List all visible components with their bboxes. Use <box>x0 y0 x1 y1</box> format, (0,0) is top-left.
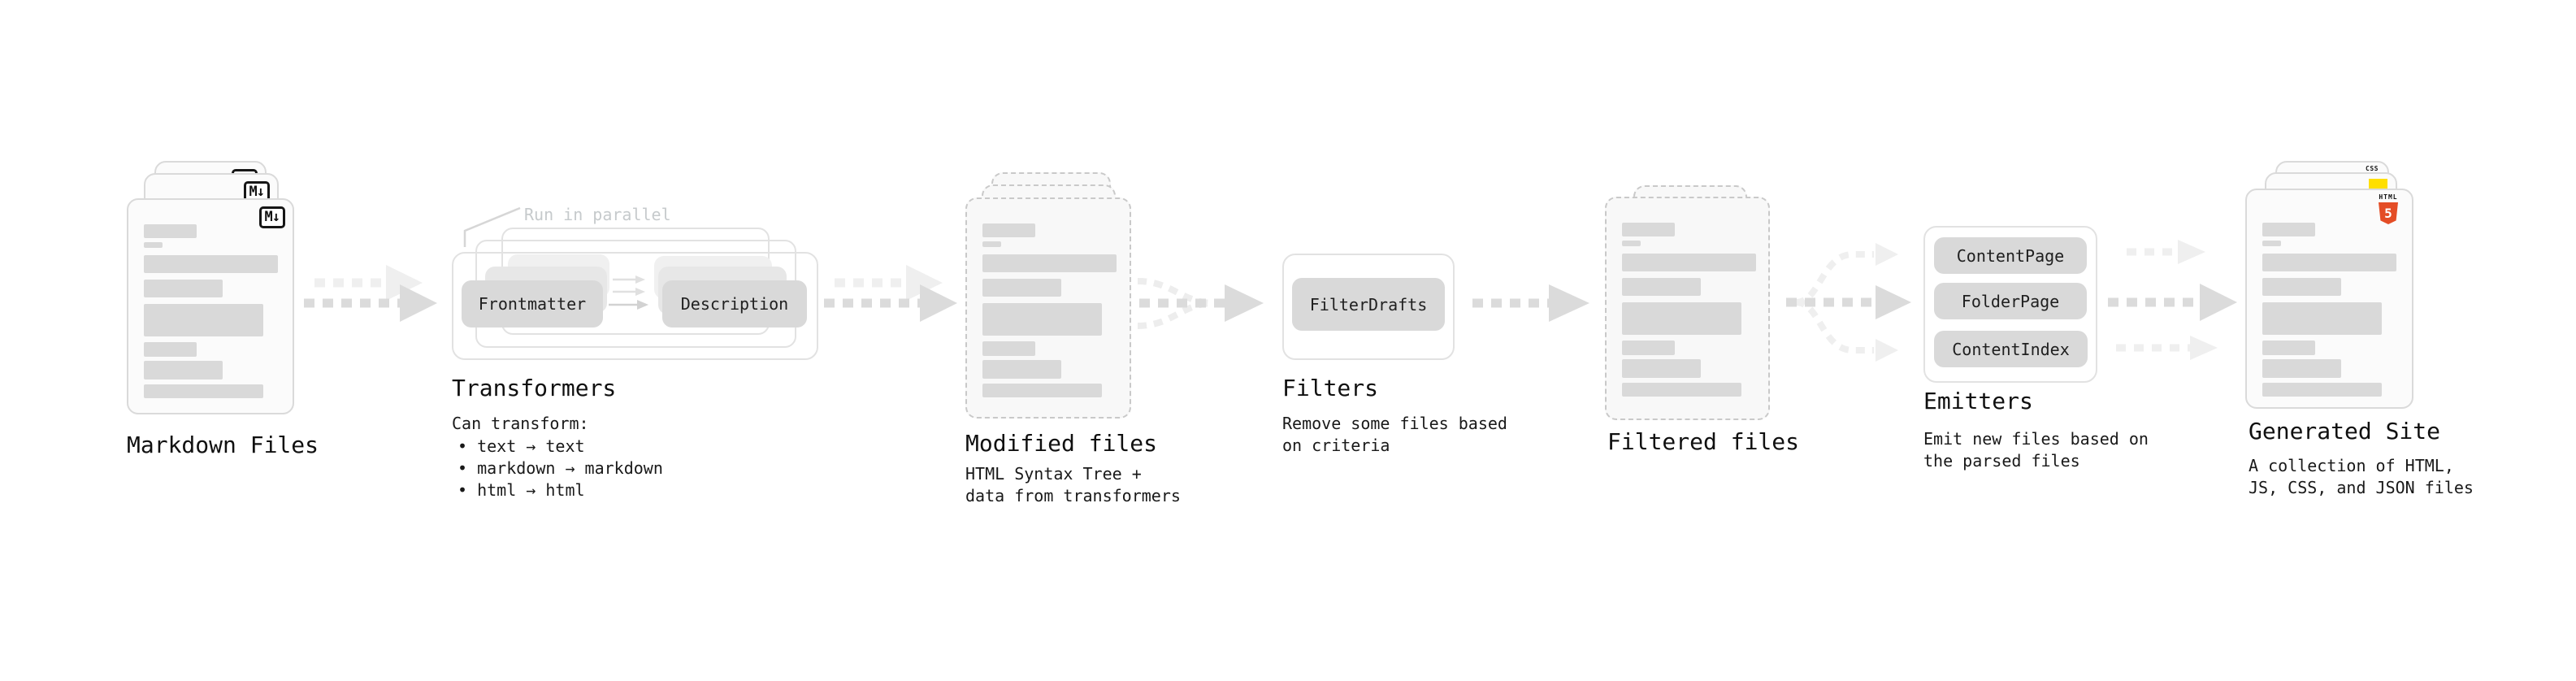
file-card-html: HTML 5 <box>2245 189 2413 409</box>
desc-line: Emit new files based on <box>1923 429 2149 449</box>
desc-line: JS, CSS, and JSON files <box>2249 478 2474 497</box>
doc-line <box>1622 278 1701 296</box>
generated-site-desc: A collection of HTML, JS, CSS, and JSON … <box>2249 455 2474 499</box>
flow-arrow-markdown-to-transformers <box>304 265 437 322</box>
bullet-item: • text → text <box>458 436 585 456</box>
modified-files-stack <box>965 161 1133 421</box>
file-card <box>1605 197 1770 420</box>
flow-arrow-emitters-to-site <box>2108 240 2237 360</box>
filterdrafts-pill: FilterDrafts <box>1292 278 1445 331</box>
doc-line <box>144 224 197 238</box>
doc-line <box>2262 241 2281 246</box>
emitters-label: Emitters <box>1923 388 2033 414</box>
doc-line <box>144 384 263 398</box>
markdown-icon: M↓ <box>258 206 285 228</box>
doc-line <box>144 304 263 336</box>
transformers-bullets: • text → text • markdown → markdown • ht… <box>458 436 663 501</box>
filters-desc: Remove some files based on criteria <box>1282 413 1507 457</box>
modified-files-label: Modified files <box>965 430 1158 457</box>
doc-line <box>1622 254 1756 271</box>
doc-line <box>144 280 223 297</box>
doc-line <box>1622 302 1741 335</box>
doc-line <box>1622 241 1641 246</box>
doc-line <box>982 303 1102 336</box>
generated-site-label: Generated Site <box>2249 418 2441 445</box>
markdown-files-label: Markdown Files <box>127 432 319 458</box>
doc-line <box>2262 302 2382 335</box>
doc-line <box>982 360 1061 379</box>
doc-placeholder-lines <box>2262 223 2396 397</box>
desc-line: on criteria <box>1282 436 1390 455</box>
doc-line <box>1622 359 1701 378</box>
html5-shield: 5 <box>2379 202 2398 224</box>
doc-placeholder-lines <box>1622 223 1756 397</box>
doc-line <box>144 255 278 273</box>
doc-placeholder-lines <box>144 224 278 398</box>
transform-arrows-icon <box>609 275 648 310</box>
emitters-desc: Emit new files based on the parsed files <box>1923 428 2149 472</box>
doc-line <box>982 254 1117 272</box>
transformers-desc-title: Can transform: <box>452 414 589 433</box>
html5-icon: HTML 5 <box>2377 194 2400 224</box>
generated-site-stack: CSS HTML 5 <box>2245 161 2416 413</box>
filtered-files-label: Filtered files <box>1607 428 1800 455</box>
html5-icon-label: HTML <box>2379 193 2398 201</box>
css-icon-label: CSS <box>2366 165 2379 172</box>
html5-number: 5 <box>2384 205 2392 221</box>
markdown-files-stack: M↓ M↓ M↓ <box>127 161 294 414</box>
doc-placeholder-lines <box>982 223 1117 397</box>
flow-arrow-filtered-to-emitters <box>1786 243 1911 362</box>
flow-arrow-filters-to-filtered <box>1472 284 1589 322</box>
doc-line <box>982 279 1061 297</box>
desc-line: data from transformers <box>965 486 1181 505</box>
transformers-label: Transformers <box>452 375 617 401</box>
frontmatter-pill: Frontmatter <box>462 280 603 327</box>
filters-label: Filters <box>1282 375 1379 401</box>
doc-line <box>982 241 1001 247</box>
doc-line <box>2262 278 2341 296</box>
doc-line <box>144 361 223 380</box>
doc-line <box>1622 223 1675 236</box>
doc-line <box>144 242 163 248</box>
doc-line <box>1622 340 1675 355</box>
description-pill: Description <box>662 280 807 327</box>
doc-line <box>2262 254 2396 271</box>
doc-line <box>144 342 197 357</box>
flow-arrow-modified-to-filters <box>1137 278 1264 329</box>
doc-line <box>982 384 1102 397</box>
transformer-box-front <box>452 252 818 360</box>
doc-line <box>2262 383 2382 397</box>
contentpage-pill: ContentPage <box>1934 237 2087 274</box>
bullet-item: • html → html <box>458 480 585 500</box>
file-card: M↓ <box>127 198 294 414</box>
bullet-item: • markdown → markdown <box>458 458 663 478</box>
doc-line <box>2262 340 2315 355</box>
file-card <box>965 197 1131 419</box>
flow-arrow-transformers-to-modified <box>824 265 957 322</box>
contentindex-pill: ContentIndex <box>1934 331 2088 367</box>
filtered-files-stack <box>1605 185 1772 421</box>
js-icon <box>2369 179 2387 189</box>
doc-line <box>982 341 1035 356</box>
doc-line <box>1622 383 1741 397</box>
doc-line <box>2262 359 2341 378</box>
desc-line: Remove some files based <box>1282 414 1507 433</box>
parallel-note-leader-line <box>463 206 521 247</box>
desc-line: A collection of HTML, <box>2249 456 2454 475</box>
desc-line: HTML Syntax Tree + <box>965 464 1142 484</box>
parallel-note: Run in parallel <box>524 205 671 224</box>
desc-line: the parsed files <box>1923 451 2080 471</box>
doc-line <box>982 223 1035 237</box>
modified-files-desc: HTML Syntax Tree + data from transformer… <box>965 463 1181 507</box>
doc-line <box>2262 223 2315 236</box>
folderpage-pill: FolderPage <box>1934 283 2087 319</box>
